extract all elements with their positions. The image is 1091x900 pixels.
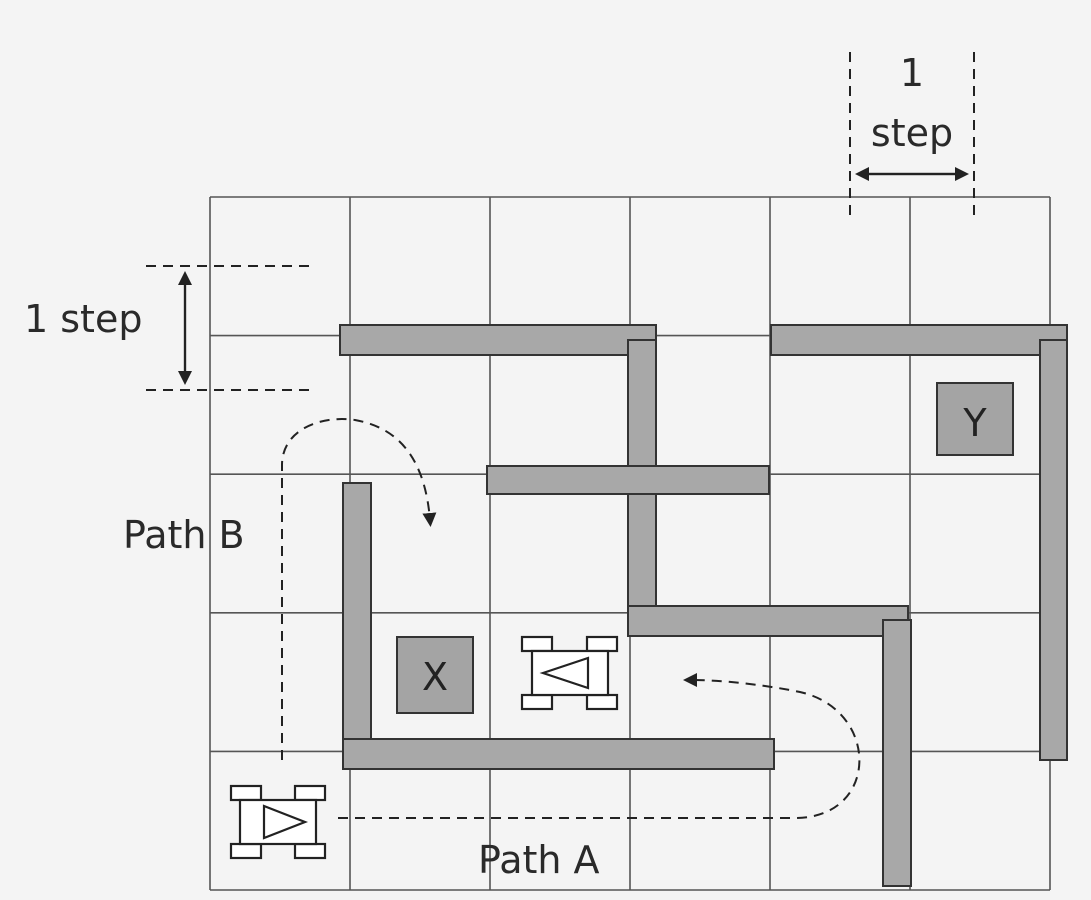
path-a: Path A	[338, 673, 861, 882]
robot-icon-middle	[520, 635, 619, 711]
wall-lower-middle-horizontal	[627, 605, 909, 637]
wall-inner-left-vertical	[342, 482, 372, 769]
left-step-label: 1 step	[24, 297, 142, 341]
wall-right-vertical	[1039, 339, 1068, 761]
top-step-number: 1	[900, 51, 924, 95]
walls	[339, 324, 1068, 887]
wall-lower-right-vertical	[882, 619, 912, 887]
path-a-label: Path A	[478, 838, 600, 882]
left-step-dimension: 1 step	[24, 265, 310, 391]
box-x: X	[396, 636, 474, 714]
box-y: Y	[936, 382, 1014, 456]
path-b-label: Path B	[123, 513, 245, 557]
wall-bottom-horizontal	[342, 738, 775, 770]
wall-top-right-horizontal	[770, 324, 1068, 356]
wall-top-left-horizontal	[339, 324, 657, 356]
box-y-label: Y	[962, 401, 987, 445]
top-step-word: step	[871, 111, 953, 155]
top-step-dimension: 1 step	[849, 51, 975, 220]
path-b: Path B	[123, 418, 437, 760]
robot-icon-start	[229, 784, 327, 860]
wall-middle-horizontal	[486, 465, 770, 495]
box-x-label: X	[422, 655, 448, 699]
